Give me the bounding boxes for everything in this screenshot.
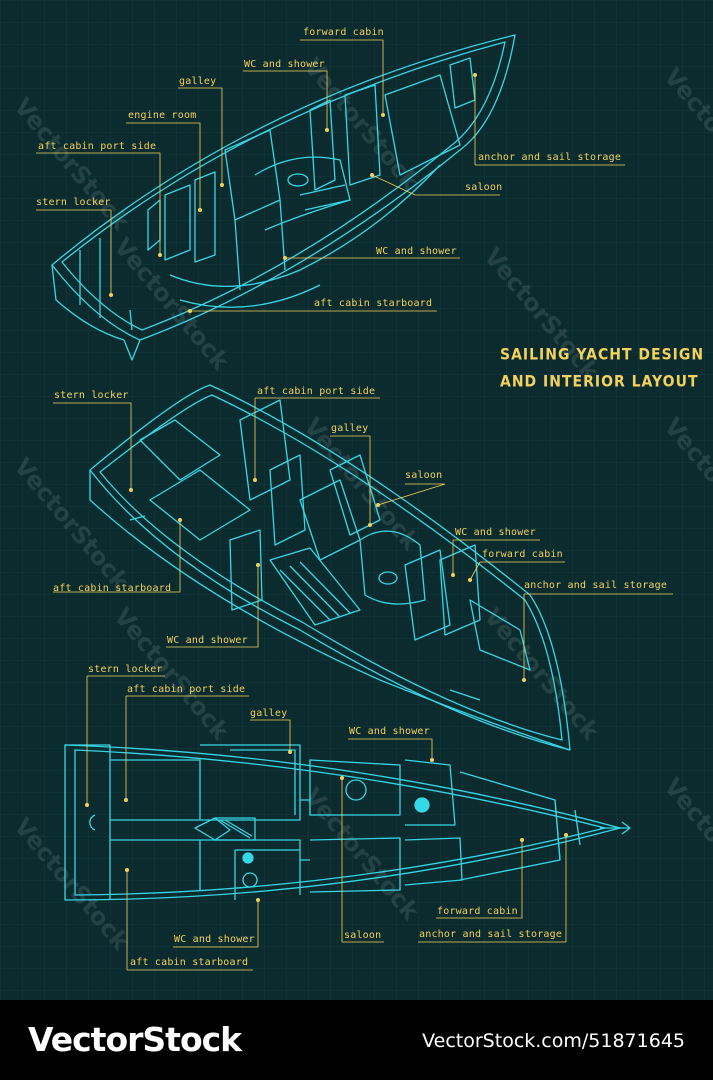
label-forward-cabin: forward cabin bbox=[437, 906, 518, 917]
label-wc-shower-2: WC and shower bbox=[174, 934, 255, 945]
label-aft-cabin-starboard: aft cabin starboard bbox=[130, 957, 249, 968]
label-engine-room: engine room bbox=[128, 110, 197, 121]
label-anchor-storage: anchor and sail storage bbox=[524, 580, 668, 591]
footer-logo[interactable]: VectorStock bbox=[28, 1020, 242, 1059]
label-aft-cabin-port: aft cabin port side bbox=[38, 141, 157, 152]
label-aft-cabin-starboard: aft cabin starboard bbox=[53, 583, 172, 594]
yacht-plan-view bbox=[64, 744, 631, 901]
label-stern-locker: stern locker bbox=[36, 197, 111, 208]
label-wc-shower-2: WC and shower bbox=[167, 635, 248, 646]
label-saloon: saloon bbox=[344, 930, 382, 941]
label-anchor-storage: anchor and sail storage bbox=[478, 152, 622, 163]
label-anchor-storage: anchor and sail storage bbox=[419, 929, 563, 940]
label-galley: galley bbox=[331, 423, 369, 434]
blueprint-canvas: VectorStock VectorStock VectorStock Vect… bbox=[0, 0, 713, 1000]
label-wc-shower-2: WC and shower bbox=[376, 246, 457, 257]
label-galley: galley bbox=[179, 76, 217, 87]
title-line-1: SAILING YACHT DESIGN bbox=[500, 345, 705, 365]
label-saloon: saloon bbox=[405, 470, 443, 481]
label-stern-locker: stern locker bbox=[54, 390, 129, 401]
yacht-drawings bbox=[36, 34, 673, 971]
footer-url[interactable]: VectorStock.com/51871645 bbox=[422, 1030, 685, 1052]
background-grid bbox=[0, 0, 713, 1000]
label-aft-cabin-port: aft cabin port side bbox=[257, 386, 376, 397]
label-wc-shower: WC and shower bbox=[244, 59, 325, 70]
title-line-2: AND INTERIOR LAYOUT bbox=[500, 372, 699, 392]
label-forward-cabin: forward cabin bbox=[303, 27, 384, 38]
label-wc-shower: WC and shower bbox=[349, 726, 430, 737]
yacht-middle-perspective bbox=[89, 384, 571, 751]
label-wc-shower: WC and shower bbox=[455, 527, 536, 538]
label-aft-cabin-port: aft cabin port side bbox=[127, 684, 246, 695]
label-stern-locker: stern locker bbox=[88, 664, 163, 675]
label-aft-cabin-starboard: aft cabin starboard bbox=[314, 298, 433, 309]
label-saloon: saloon bbox=[465, 182, 503, 193]
label-forward-cabin: forward cabin bbox=[482, 549, 563, 560]
label-galley: galley bbox=[250, 708, 288, 719]
footer-bar: VectorStock VectorStock.com/51871645 bbox=[0, 1000, 713, 1080]
